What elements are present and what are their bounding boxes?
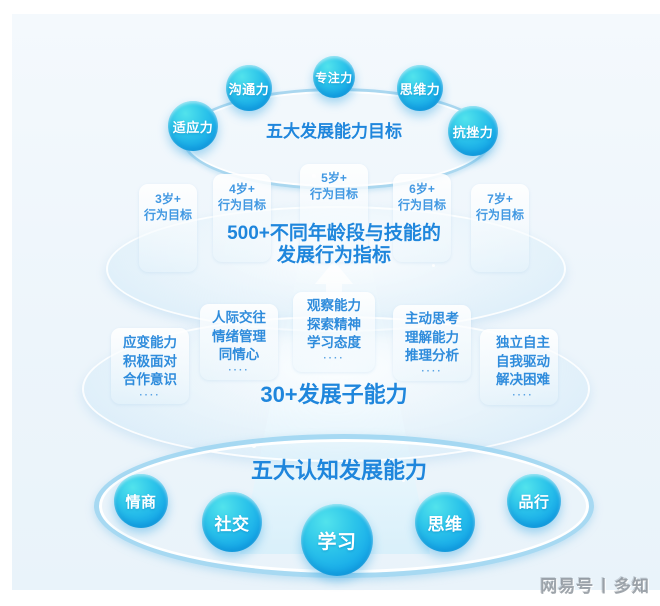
sub-line: 解决困难 bbox=[496, 372, 550, 387]
sub-group-adaptive: 应变能力 积极面对 合作意识 ···· bbox=[108, 334, 192, 402]
sub-line: 独立自主 bbox=[496, 335, 550, 350]
age-caption: 行为目标 bbox=[309, 187, 358, 201]
sub-line: 情绪管理 bbox=[212, 328, 266, 344]
age-caption: 行为目标 bbox=[143, 208, 192, 222]
ellipsis-dots: ···· bbox=[323, 352, 345, 364]
circle-communication: 沟通力 bbox=[226, 65, 272, 111]
circle-social: 社交 bbox=[202, 492, 262, 552]
ellipsis-dots: ···· bbox=[228, 364, 250, 376]
watermark-account: 多知 bbox=[614, 577, 650, 596]
age-label-6plus: 6岁+ 行为目标 bbox=[382, 181, 462, 213]
bottom-tier-title: 五大认知发展能力 bbox=[250, 458, 427, 483]
sub-line: 学习态度 bbox=[307, 335, 361, 350]
sub-group-observation: 观察能力 探索精神 学习态度 ···· bbox=[292, 297, 376, 365]
age-value: 4岁+ bbox=[229, 182, 255, 196]
age-tier-title-line1: 500+不同年龄段与技能的 bbox=[227, 223, 441, 244]
circle-adaptability: 适应力 bbox=[168, 101, 218, 151]
sub-pillar bbox=[200, 304, 278, 380]
sub-line: 观察能力 bbox=[307, 298, 361, 313]
watermark: 网易号 | 多知 bbox=[540, 572, 650, 597]
ellipsis-dots: ···· bbox=[421, 365, 443, 377]
sub-pillar bbox=[111, 328, 189, 404]
age-pillar bbox=[213, 174, 271, 262]
sub-line: 积极面对 bbox=[123, 353, 177, 369]
sparkle-dot bbox=[432, 264, 435, 267]
sub-group-active-thinking: 主动思考 理解能力 推理分析 ···· bbox=[390, 310, 474, 378]
age-label-7plus: 7岁+ 行为目标 bbox=[460, 191, 540, 223]
circle-learning: 学习 bbox=[301, 504, 373, 576]
age-pillar bbox=[393, 174, 451, 262]
sub-line: 合作意识 bbox=[123, 372, 177, 387]
circle-eq: 情商 bbox=[114, 474, 168, 528]
age-value: 3岁+ bbox=[155, 192, 181, 206]
sub-line: 推理分析 bbox=[405, 348, 459, 363]
circle-conduct: 品行 bbox=[507, 474, 561, 528]
sub-tier-title: 30+发展子能力 bbox=[260, 382, 408, 407]
age-label-3plus: 3岁+ 行为目标 bbox=[128, 191, 208, 223]
age-tier-title-line2: 发展行为指标 bbox=[276, 245, 391, 266]
sub-line: 探索精神 bbox=[307, 316, 361, 332]
sub-group-independence: 独立自主 自我驱动 解决困难 ···· bbox=[481, 334, 565, 402]
age-pillar bbox=[471, 184, 529, 272]
age-label-4plus: 4岁+ 行为目标 bbox=[202, 181, 282, 213]
sub-line: 人际交往 bbox=[212, 310, 266, 325]
sub-pillar bbox=[480, 329, 558, 405]
circle-thinking: 思维力 bbox=[397, 65, 443, 111]
age-value: 6岁+ bbox=[409, 182, 435, 196]
infographic-background: 五大发展能力目标 适应力 沟通力 专注力 思维力 抗挫力 3岁+ 行为目标 4岁… bbox=[12, 14, 660, 590]
age-caption: 行为目标 bbox=[475, 208, 524, 222]
age-value: 5岁+ bbox=[321, 171, 347, 185]
top-tier-title: 五大发展能力目标 bbox=[266, 122, 402, 141]
age-caption: 行为目标 bbox=[217, 198, 266, 212]
watermark-separator: | bbox=[601, 574, 607, 594]
circle-thinking-bottom: 思维 bbox=[415, 492, 475, 552]
age-pillar bbox=[300, 164, 368, 262]
bottom-tier-ring bbox=[94, 434, 594, 578]
age-pillar bbox=[139, 184, 197, 272]
age-tier-title: 500+不同年龄段与技能的 发展行为指标 bbox=[106, 223, 562, 267]
sub-pillar bbox=[293, 292, 375, 372]
ellipsis-dots: ···· bbox=[139, 389, 161, 401]
watermark-platform: 网易号 bbox=[540, 577, 595, 596]
sub-line: 同情心 bbox=[218, 347, 260, 362]
ellipsis-dots: ···· bbox=[512, 389, 534, 401]
sub-group-interpersonal: 人际交往 情绪管理 同情心 ···· bbox=[197, 309, 281, 377]
age-value: 7岁+ bbox=[487, 192, 513, 206]
age-label-5plus: 5岁+ 行为目标 bbox=[294, 170, 374, 202]
age-caption: 行为目标 bbox=[397, 198, 446, 212]
circle-resilience: 抗挫力 bbox=[448, 106, 498, 156]
sub-line: 应变能力 bbox=[123, 335, 177, 350]
sub-line: 主动思考 bbox=[405, 311, 459, 326]
sub-line: 自我驱动 bbox=[496, 353, 550, 369]
sub-line: 理解能力 bbox=[405, 329, 459, 345]
sub-pillar bbox=[393, 305, 471, 381]
circle-focus: 专注力 bbox=[313, 56, 355, 98]
